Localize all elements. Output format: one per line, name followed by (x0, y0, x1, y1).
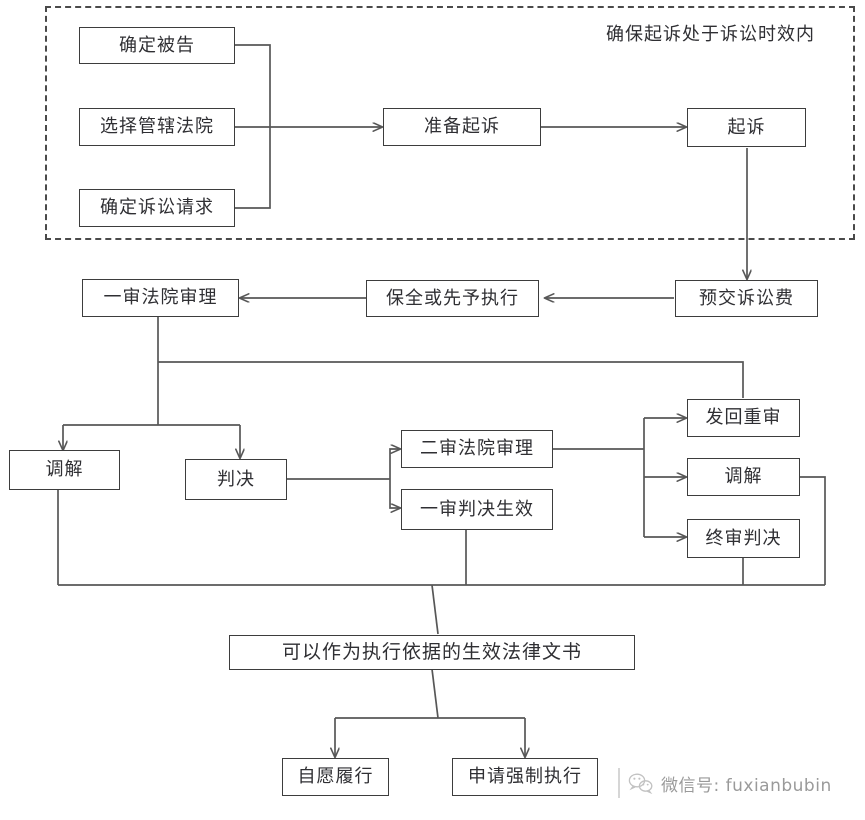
node-file-lawsuit[interactable]: 起诉 (687, 108, 806, 147)
node-mediation-second[interactable]: 调解 (687, 458, 800, 496)
node-final-judgment[interactable]: 终审判决 (687, 519, 800, 558)
node-claims[interactable]: 确定诉讼请求 (79, 189, 235, 227)
node-mediation-first[interactable]: 调解 (9, 450, 120, 490)
node-confirm-defendant[interactable]: 确定被告 (79, 27, 235, 64)
group-note-limitation: 确保起诉处于诉讼时效内 (606, 24, 815, 45)
node-prepare-lawsuit[interactable]: 准备起诉 (383, 108, 541, 146)
node-prepay-fee[interactable]: 预交诉讼费 (675, 280, 818, 317)
node-judgment[interactable]: 判决 (185, 459, 287, 500)
watermark-label: 微信号: fuxianbubin (661, 775, 832, 796)
node-second-instance-trial[interactable]: 二审法院审理 (401, 430, 553, 468)
node-first-instance-trial[interactable]: 一审法院审理 (82, 279, 239, 317)
node-first-judgment-effective[interactable]: 一审判决生效 (401, 489, 553, 530)
prefiling-group-region (45, 6, 855, 240)
node-enforceable-document[interactable]: 可以作为执行依据的生效法律文书 (229, 635, 635, 670)
node-remand-retrial[interactable]: 发回重审 (687, 399, 800, 437)
node-apply-enforcement[interactable]: 申请强制执行 (452, 758, 598, 796)
node-preservation[interactable]: 保全或先予执行 (366, 280, 539, 317)
node-voluntary-performance[interactable]: 自愿履行 (282, 758, 389, 796)
watermark: 微信号: fuxianbubin (618, 768, 832, 798)
node-choose-court[interactable]: 选择管辖法院 (79, 108, 235, 146)
wechat-icon (628, 772, 654, 795)
